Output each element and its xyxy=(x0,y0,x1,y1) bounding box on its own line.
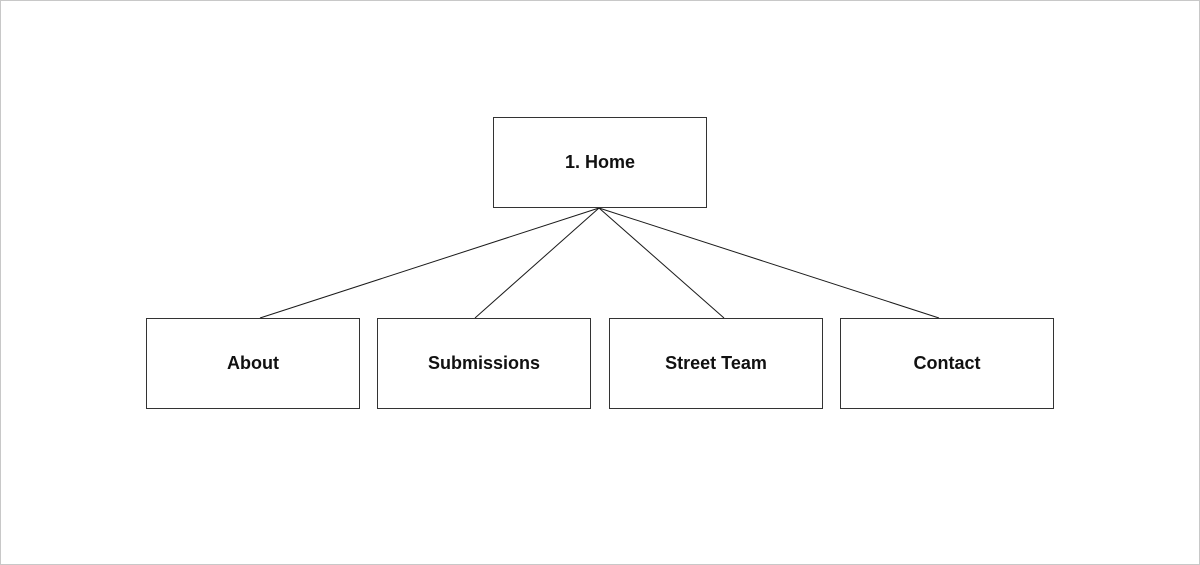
node-contact[interactable]: Contact xyxy=(840,318,1054,409)
node-street-team-label: Street Team xyxy=(665,353,767,373)
node-about[interactable]: About xyxy=(146,318,360,409)
connector-home-about xyxy=(259,207,600,319)
node-home-label: 1. Home xyxy=(564,152,636,172)
connector-home-street-team xyxy=(598,207,725,319)
node-submissions[interactable]: Submissions xyxy=(377,318,591,409)
node-about-label: About xyxy=(227,353,279,373)
connector-home-submissions xyxy=(474,207,600,319)
node-contact-label: Contact xyxy=(913,353,981,373)
node-street-team[interactable]: Street Team xyxy=(609,318,823,409)
node-submissions-label: Submissions xyxy=(427,353,541,373)
node-home[interactable]: 1. Home xyxy=(493,117,707,208)
connector-home-contact xyxy=(598,207,940,319)
